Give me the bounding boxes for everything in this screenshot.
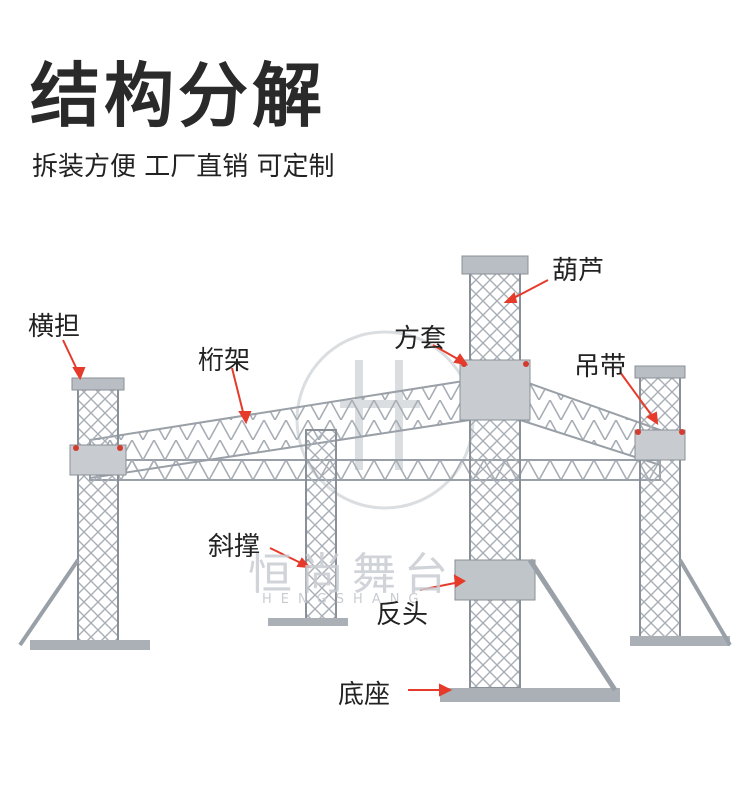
label-diaodai: 吊带: [574, 352, 627, 382]
page-subtitle: 拆装方便 工厂直销 可定制: [32, 152, 335, 182]
callout-arrows: [62, 279, 659, 697]
watermark-en: HENGSHANG: [262, 592, 428, 607]
label-hengdan: 横担: [28, 312, 81, 342]
main-tower: [440, 255, 620, 702]
label-dizuo: 底座: [338, 680, 391, 710]
middle-back-tower: [268, 429, 348, 626]
label-hulu: 葫芦: [552, 256, 605, 286]
watermark-text: 恒尚舞台: [248, 549, 456, 600]
right-tower: [630, 365, 732, 647]
left-tower: [18, 377, 150, 650]
label-fangtao: 方套: [394, 324, 447, 354]
label-hangjia: 桁架: [198, 346, 251, 376]
page-title: 结构分解: [30, 55, 326, 137]
label-xiecheng: 斜撑: [208, 532, 261, 562]
label-fantou: 反头: [376, 600, 429, 630]
